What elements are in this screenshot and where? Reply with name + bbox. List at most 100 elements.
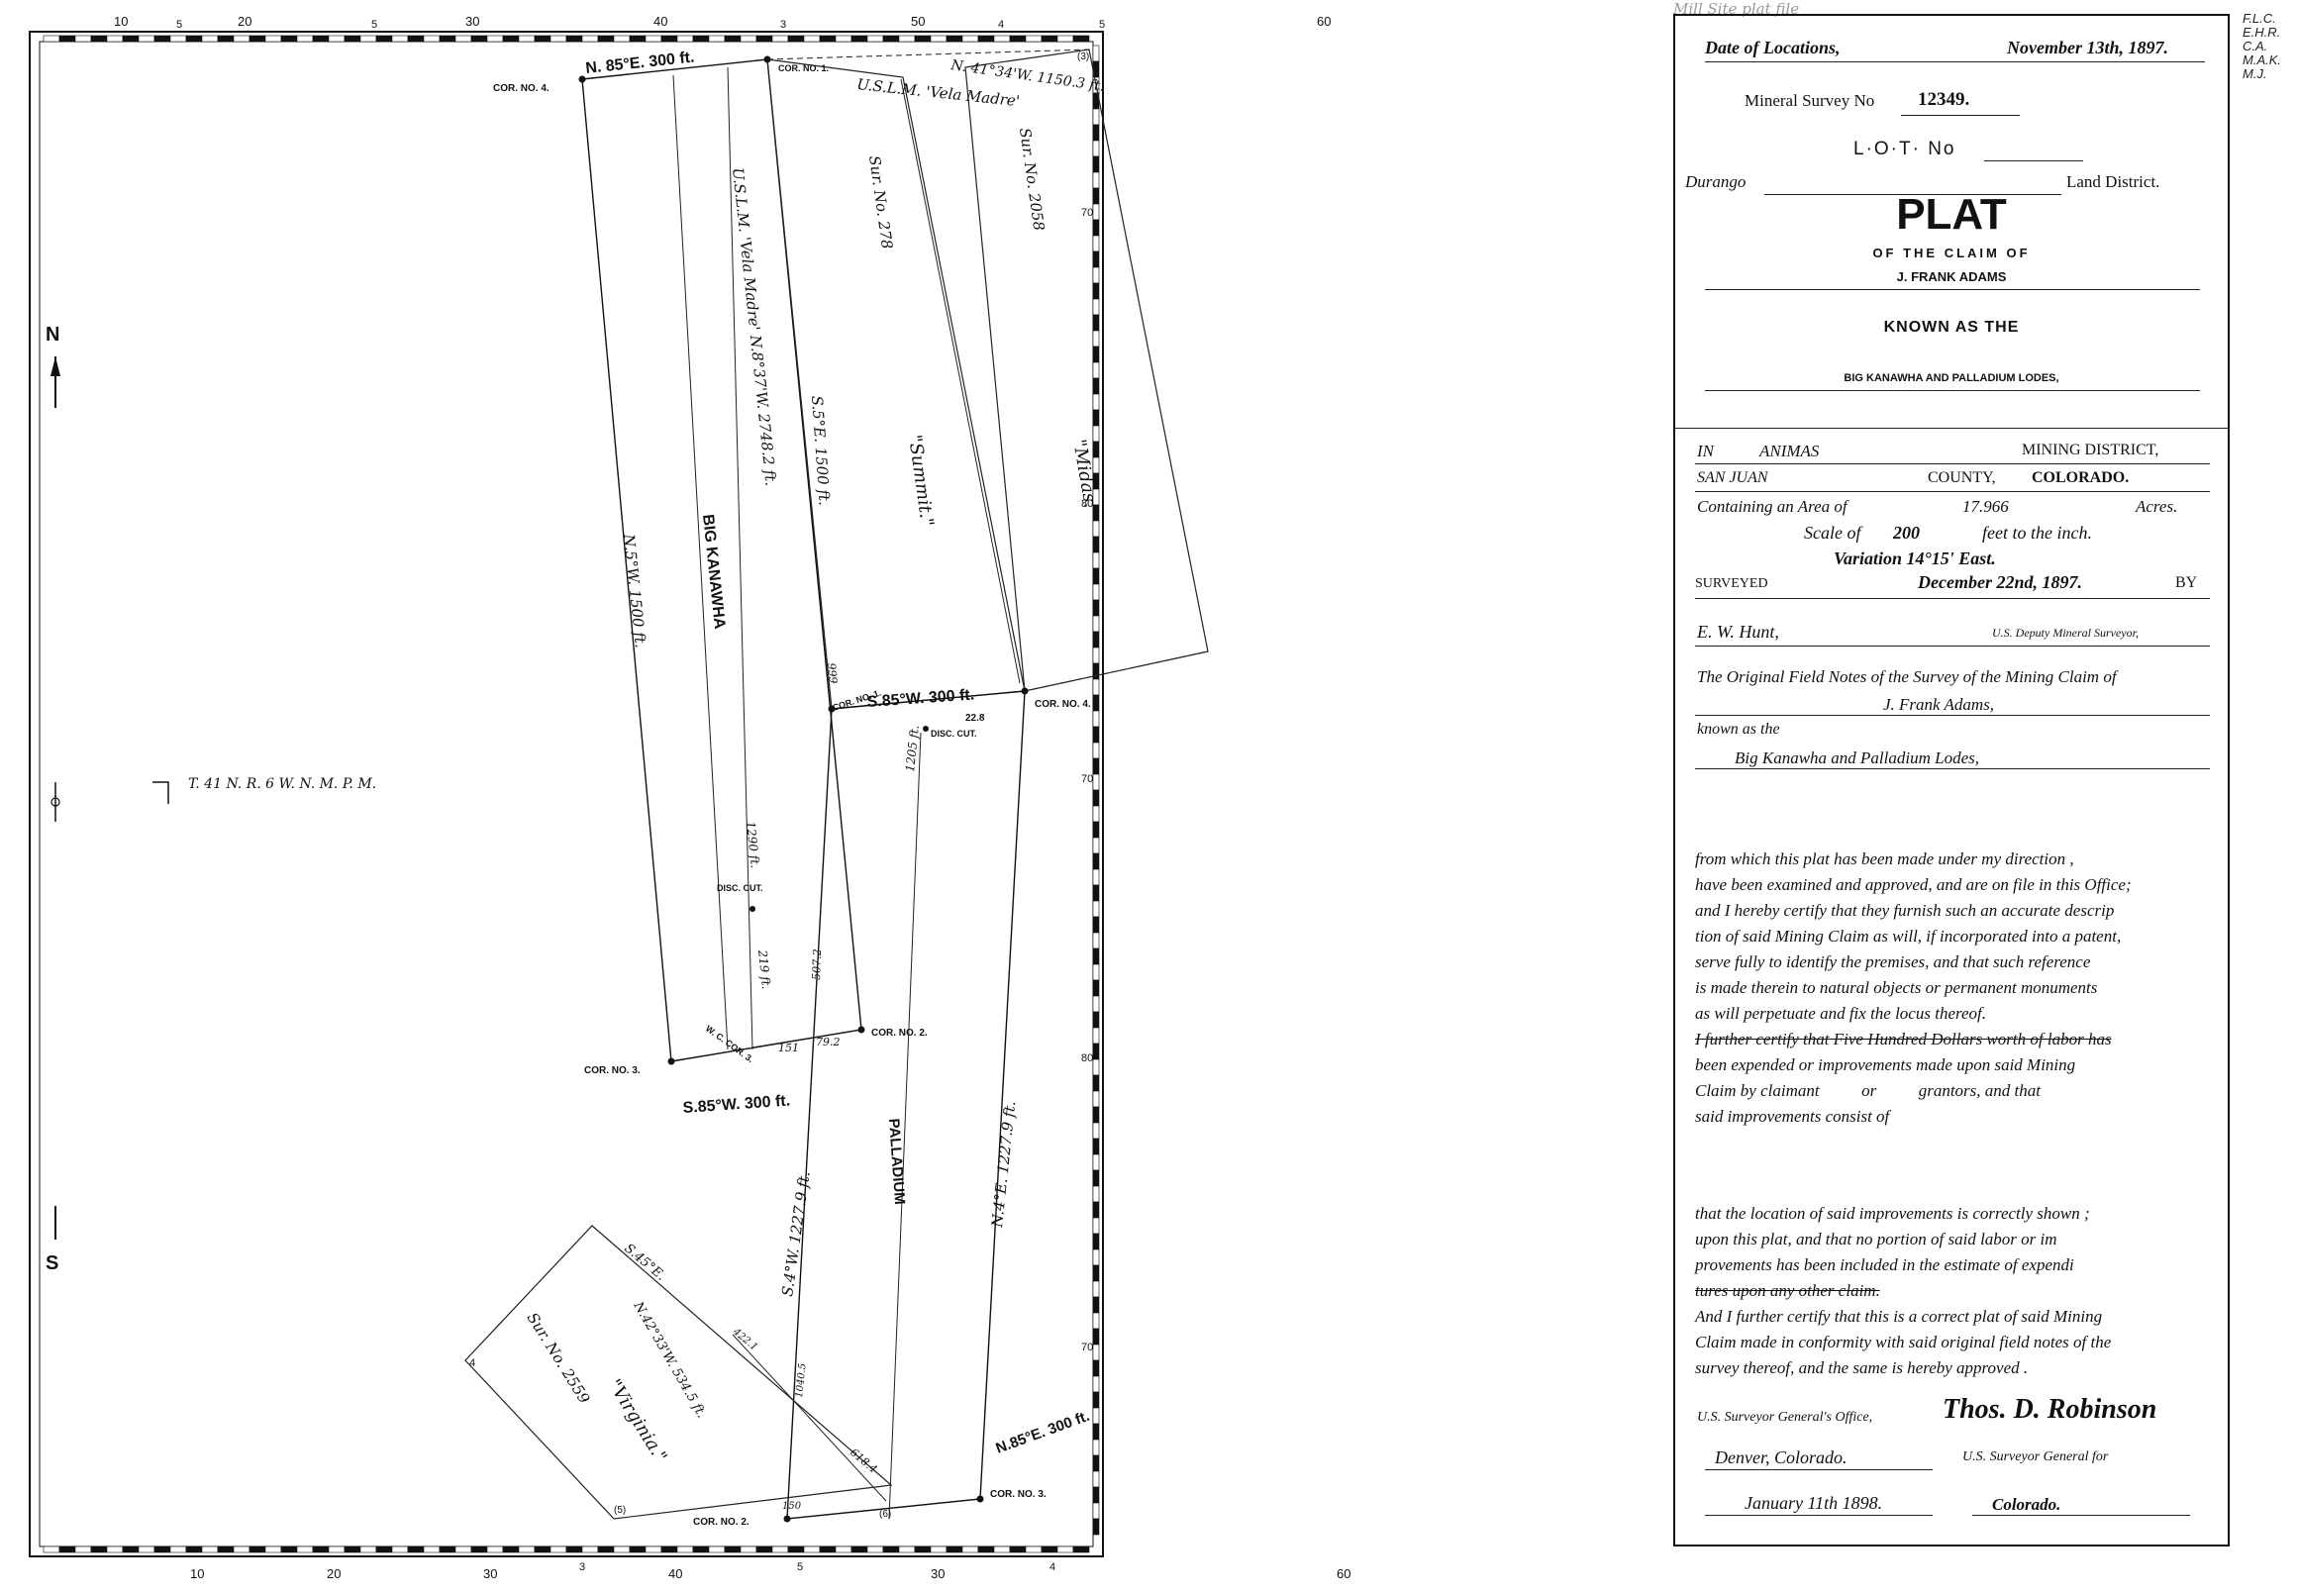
rule <box>1984 160 2083 161</box>
bearing-label: S.85°W. 300 ft. <box>866 686 975 711</box>
scale-segment <box>1092 282 1100 300</box>
scale-segment <box>280 1546 298 1553</box>
scale-segment <box>1092 1407 1100 1425</box>
bearing-label: S.85°W. 300 ft. <box>682 1092 791 1117</box>
scale-segment <box>1092 441 1100 458</box>
scale-segment <box>1092 773 1100 791</box>
scale-segment <box>312 1546 330 1553</box>
scale-segment <box>835 35 852 43</box>
bearing-label: S.5°E. 1500 ft. <box>808 395 834 506</box>
corner-label: COR. NO. 3. <box>990 1489 1047 1500</box>
surveyor-name: E. W. Hunt, <box>1697 622 1779 642</box>
scale-segment <box>328 1546 346 1553</box>
rule <box>1764 194 2061 195</box>
rule <box>1695 646 2210 647</box>
certification-line: provements has been included in the esti… <box>1695 1255 2074 1274</box>
certification-line: is made therein to natural objects or pe… <box>1695 978 2098 997</box>
scale-segment <box>1092 868 1100 886</box>
field-notes-label: The Original Field Notes of the Survey o… <box>1697 667 2117 686</box>
scale-segment <box>1092 932 1100 949</box>
distance-label: 79.2 <box>816 1036 841 1048</box>
rule <box>1705 289 2200 290</box>
distance-label: 1040.5 <box>794 1362 809 1398</box>
scale-segment <box>1092 1248 1100 1266</box>
scale-segment <box>724 35 742 43</box>
witness-corner-label: W. C. COR. 3. <box>704 1024 755 1065</box>
bottom-scale-label: 40 <box>668 1566 682 1581</box>
scale-segment <box>1025 1546 1043 1553</box>
top-scale-label: 60 <box>1317 14 1331 29</box>
in-label: IN <box>1697 442 1714 460</box>
scale-segment <box>1009 1546 1027 1553</box>
scale-segment <box>486 1546 504 1553</box>
area-value: 17.966 <box>1962 497 2009 516</box>
city-label: Denver, Colorado. <box>1715 1447 1848 1467</box>
corner-marker <box>857 1026 865 1034</box>
corner-number: (5) <box>614 1505 626 1516</box>
scale-segment <box>264 1546 282 1553</box>
scale-segment <box>1092 1391 1100 1409</box>
scale-segment <box>1009 35 1027 43</box>
scale-segment <box>280 35 298 43</box>
scale-segment <box>755 35 773 43</box>
distance-label: 1290 ft. <box>744 821 762 869</box>
scale-segment <box>1092 203 1100 221</box>
scale-segment <box>169 1546 187 1553</box>
discovery-marker <box>923 726 929 732</box>
county-label: COUNTY, <box>1928 469 1996 486</box>
scale-segment <box>1092 1011 1100 1029</box>
survey-number: 12349. <box>1918 89 1970 110</box>
scale-segment <box>1092 1217 1100 1235</box>
township-mark <box>152 781 169 804</box>
scale-segment <box>1092 995 1100 1013</box>
right-scale-bar <box>1092 45 1100 1536</box>
bottom-scale-label: 20 <box>327 1566 341 1581</box>
certification-line: been expended or improvements made upon … <box>1695 1055 2076 1074</box>
claim-name-label: "Virginia." <box>604 1376 671 1466</box>
scale-segment <box>391 35 409 43</box>
north-arrow-head <box>50 356 60 376</box>
scale-segment <box>249 1546 266 1553</box>
corner-label: COR. NO. 2. <box>871 1028 928 1039</box>
scale-segment <box>106 35 124 43</box>
of-claim-label: OF THE CLAIM OF <box>1872 246 2031 260</box>
scale-segment <box>1092 1027 1100 1045</box>
rule <box>1695 768 2210 769</box>
scale-segment <box>1092 1106 1100 1124</box>
scale-segment <box>1092 678 1100 696</box>
scale-segment <box>613 1546 631 1553</box>
scale-segment <box>1092 1486 1100 1504</box>
scale-segment <box>407 1546 425 1553</box>
scale-segment <box>439 35 456 43</box>
scale-segment <box>138 1546 155 1553</box>
top-scale-small: 5 <box>176 19 182 31</box>
known-as-script: known as the <box>1697 721 1780 738</box>
right-scale-label: 80 <box>1081 1052 1093 1064</box>
scale-segment <box>1092 250 1100 268</box>
scale-segment <box>185 1546 203 1553</box>
scale-segment <box>819 1546 837 1553</box>
bottom-scale-small: 5 <box>797 1561 803 1573</box>
scale-segment <box>740 35 757 43</box>
scale-label: Scale of <box>1804 523 1861 543</box>
plat-title: PLAT <box>1896 190 2007 239</box>
scale-segment <box>1092 1043 1100 1060</box>
date-value: November 13th, 1897. <box>2007 38 2168 57</box>
certification-line: have been examined and approved, and are… <box>1695 875 2132 894</box>
bottom-scale-label: 30 <box>483 1566 497 1581</box>
scale-segment <box>1092 694 1100 712</box>
scale-segment <box>74 35 92 43</box>
corner-label: COR. NO. 1. <box>778 63 829 73</box>
scale-segment <box>312 35 330 43</box>
rule <box>1695 491 2210 492</box>
scale-segment <box>1092 789 1100 807</box>
initial: M.A.K. <box>2243 52 2282 67</box>
corner-marker <box>1021 687 1029 695</box>
scale-segment <box>534 35 551 43</box>
scale-segment <box>1092 1058 1100 1076</box>
scale-segment <box>486 35 504 43</box>
scale-segment <box>597 35 615 43</box>
scale-segment <box>233 1546 250 1553</box>
certification-line: And I further certify that this is a cor… <box>1695 1307 2103 1326</box>
scale-segment <box>993 35 1011 43</box>
